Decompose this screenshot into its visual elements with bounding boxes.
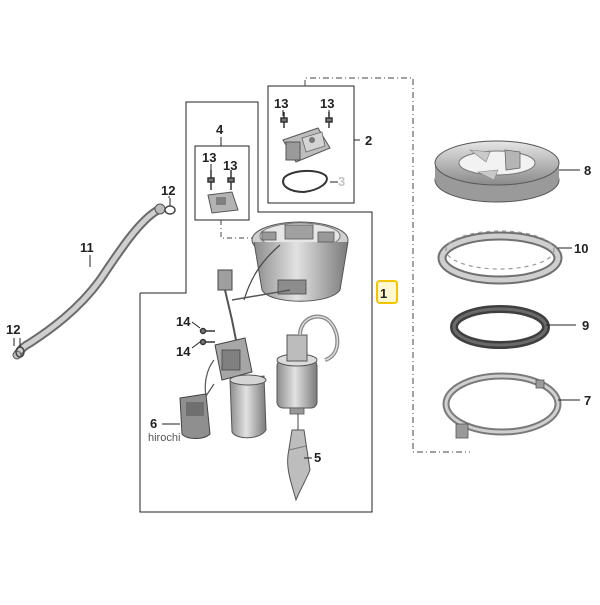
assembly-leader-line (304, 77, 470, 453)
screws-part-13-bracket (207, 170, 235, 190)
pump-module-left (204, 337, 267, 439)
callout-11[interactable]: 11 (80, 240, 94, 255)
filter-part-5 (287, 414, 311, 502)
callout-13-bracket-right[interactable]: 13 (223, 158, 237, 173)
retaining-ring-part-10 (437, 230, 563, 285)
sensor-part-6 (179, 383, 215, 439)
screws-part-13-cover (280, 112, 333, 128)
callout-1[interactable]: 1 (380, 286, 387, 301)
clamp-part-12-bottom (15, 338, 25, 358)
callout-9[interactable]: 9 (582, 318, 589, 333)
cover-part-2 (282, 127, 331, 163)
callout-2[interactable]: 2 (365, 133, 372, 148)
callout-10[interactable]: 10 (574, 241, 588, 256)
label-leaders (13, 110, 580, 459)
mounting-ring-part-7 (442, 372, 562, 439)
screws-part-14 (199, 327, 215, 346)
callout-5[interactable]: 5 (314, 450, 321, 465)
callout-7[interactable]: 7 (584, 393, 591, 408)
bracket-part-4 (207, 191, 239, 214)
assembly-frame-2 (267, 85, 355, 204)
highlight-box-callout-1 (376, 280, 398, 304)
pump-flange-assembly (243, 221, 349, 302)
callout-12-bottom[interactable]: 12 (6, 322, 20, 337)
callout-12-top[interactable]: 12 (161, 183, 175, 198)
watermark-text: hirochi (148, 432, 180, 444)
wiring-harness (217, 269, 291, 341)
lock-ring-part-8 (434, 140, 560, 203)
clamp-part-12-top (164, 198, 176, 215)
assembly-frame-4 (194, 145, 250, 221)
callout-13-bracket-left[interactable]: 13 (202, 150, 216, 165)
callout-13-cover-left[interactable]: 13 (274, 96, 288, 111)
hose-part-11 (12, 203, 166, 360)
fuel-pump-body (276, 314, 340, 415)
callout-14-top[interactable]: 14 (176, 314, 191, 329)
assembly-frame-1 (139, 101, 373, 513)
callout-4[interactable]: 4 (216, 122, 224, 137)
seal-ring-part-9 (450, 305, 550, 349)
callout-6[interactable]: 6 (150, 416, 157, 431)
callout-3[interactable]: 3 (338, 174, 345, 189)
callout-14-bottom[interactable]: 14 (176, 344, 191, 359)
callout-8[interactable]: 8 (584, 163, 591, 178)
callout-13-cover-right[interactable]: 13 (320, 96, 334, 111)
gasket-part-3 (282, 170, 328, 194)
